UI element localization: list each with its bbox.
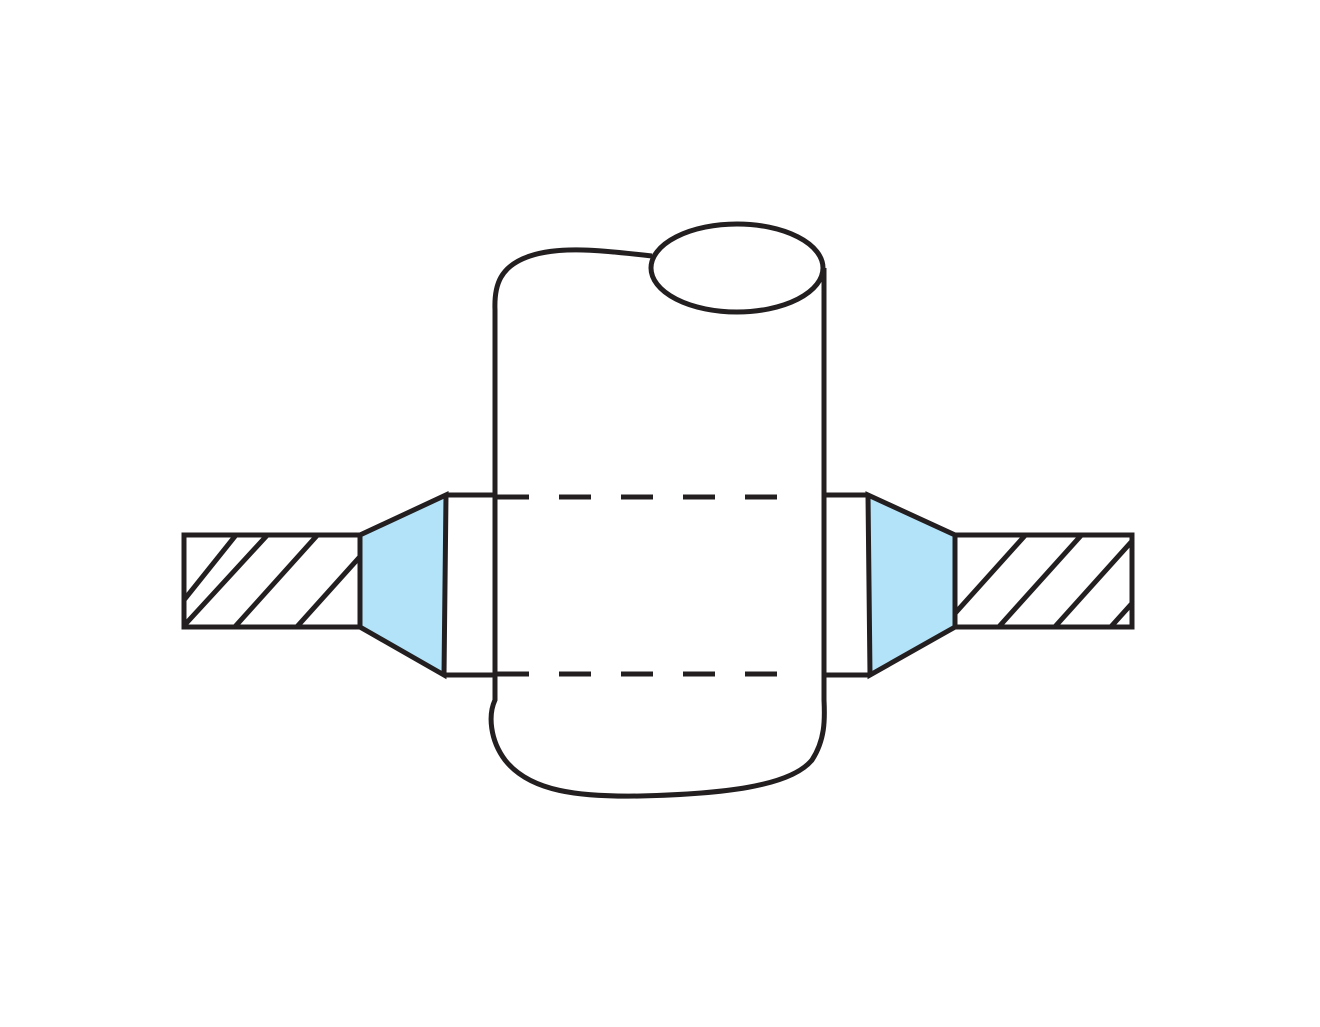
plate-right — [952, 532, 1135, 630]
shaft-outline — [488, 247, 827, 799]
weld-left — [357, 491, 449, 680]
plate-left-hatching — [184, 535, 360, 627]
plate-right-hatching — [955, 535, 1132, 627]
shaft-end-ellipse — [648, 221, 826, 315]
weld-right — [865, 491, 958, 680]
plate-left — [181, 532, 363, 630]
